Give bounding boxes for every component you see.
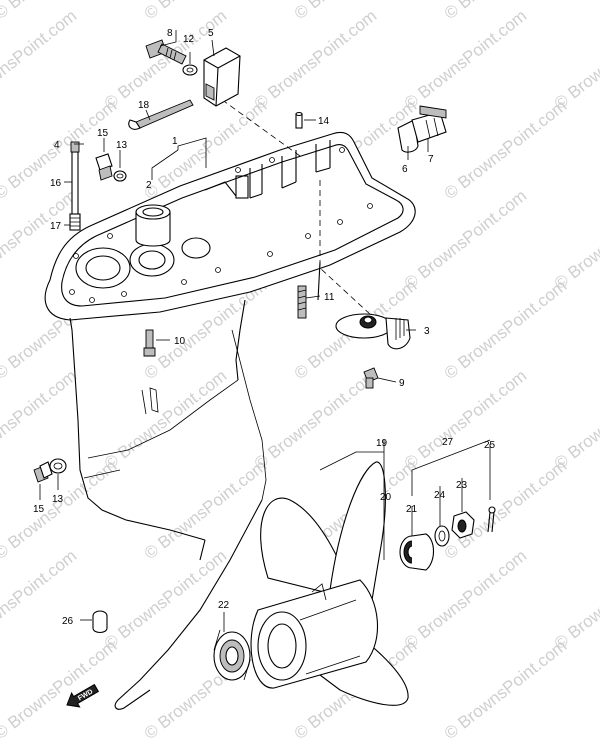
callout-3: 3 xyxy=(424,326,430,337)
callout-6: 6 xyxy=(402,164,408,175)
washer-24 xyxy=(434,525,450,547)
callout-7: 7 xyxy=(428,154,434,165)
plug-15-lower xyxy=(33,461,53,483)
washer-13-lower xyxy=(49,458,67,474)
watermark-text: © BrownsPoint.com xyxy=(401,366,531,473)
bolt-8 xyxy=(145,39,187,65)
shift-rod-16 xyxy=(69,141,81,231)
trim-tab-3 xyxy=(335,313,411,350)
callout-25: 25 xyxy=(484,440,496,451)
callout-15-lower: 15 xyxy=(33,504,45,515)
callout-17: 17 xyxy=(50,221,62,232)
pin-14 xyxy=(295,111,303,129)
callout-5: 5 xyxy=(208,28,214,39)
callout-24: 24 xyxy=(434,490,446,501)
callout-26: 26 xyxy=(62,616,74,627)
callout-20: 20 xyxy=(380,492,392,503)
spacer-22 xyxy=(213,629,251,681)
watermark-text: © BrownsPoint.com xyxy=(101,546,231,653)
watermark-text: © BrownsPoint.com xyxy=(101,366,231,473)
strap-18 xyxy=(128,99,194,130)
callout-22: 22 xyxy=(218,600,230,611)
watermark-text: © BrownsPoint.com xyxy=(441,276,571,383)
watermark-text: © BrownsPoint.com xyxy=(0,636,120,743)
callout-19: 19 xyxy=(376,438,388,449)
watermark-text: © BrownsPoint.com xyxy=(401,6,531,113)
callout-4: 4 xyxy=(54,140,60,151)
callout-23: 23 xyxy=(456,480,468,491)
leader-lines xyxy=(39,30,491,632)
callout-12: 12 xyxy=(183,34,195,45)
callout-21: 21 xyxy=(406,504,418,515)
watermark-text: © BrownsPoint.com xyxy=(141,456,271,563)
watermark-text: © BrownsPoint.com xyxy=(251,6,381,113)
fwd-label: FWD xyxy=(77,688,94,702)
watermark-text: © BrownsPoint.com xyxy=(401,186,531,293)
callout-11: 11 xyxy=(324,292,335,303)
callout-1: 1 xyxy=(172,136,178,147)
bolt-11 xyxy=(297,285,307,319)
callout-15-upper: 15 xyxy=(97,128,109,139)
callout-14: 14 xyxy=(318,116,330,127)
bolt-10 xyxy=(143,329,156,357)
washer-13-upper xyxy=(113,170,127,182)
watermark-text: © BrownsPoint.com xyxy=(0,366,80,473)
callout-10: 10 xyxy=(174,336,186,347)
callout-8: 8 xyxy=(167,28,173,39)
watermark-text: © BrownsPoint.com xyxy=(251,366,381,473)
cotter-pin-25 xyxy=(487,506,496,533)
clip-6-7 xyxy=(397,105,447,153)
callout-2: 2 xyxy=(146,180,152,191)
callout-13-lower: 13 xyxy=(52,494,64,505)
plug-26 xyxy=(92,610,108,634)
watermark-text: © BrownsPoint.com xyxy=(441,636,571,743)
propeller-19 xyxy=(250,461,409,706)
callout-18: 18 xyxy=(138,100,150,111)
gear-case-housing xyxy=(44,93,416,710)
spacer-21 xyxy=(399,533,435,571)
nut-23 xyxy=(451,511,475,539)
callout-labels: 8 12 5 18 1 2 4 15 13 16 17 14 6 7 11 3 … xyxy=(33,28,496,627)
callout-9: 9 xyxy=(399,378,405,389)
anode-5 xyxy=(203,47,241,107)
callout-27: 27 xyxy=(442,437,454,448)
watermark-text: © BrownsPoint.com xyxy=(0,6,80,113)
callout-16: 16 xyxy=(50,178,62,189)
watermark-text: © BrownsPoint.com xyxy=(441,456,571,563)
bolt-9 xyxy=(363,367,379,389)
plug-15-upper xyxy=(95,153,113,181)
watermark-text: © BrownsPoint.com xyxy=(0,546,80,653)
watermark-text: © BrownsPoint.com xyxy=(441,96,571,203)
callout-13-upper: 13 xyxy=(116,140,128,151)
washer-12 xyxy=(182,64,198,76)
